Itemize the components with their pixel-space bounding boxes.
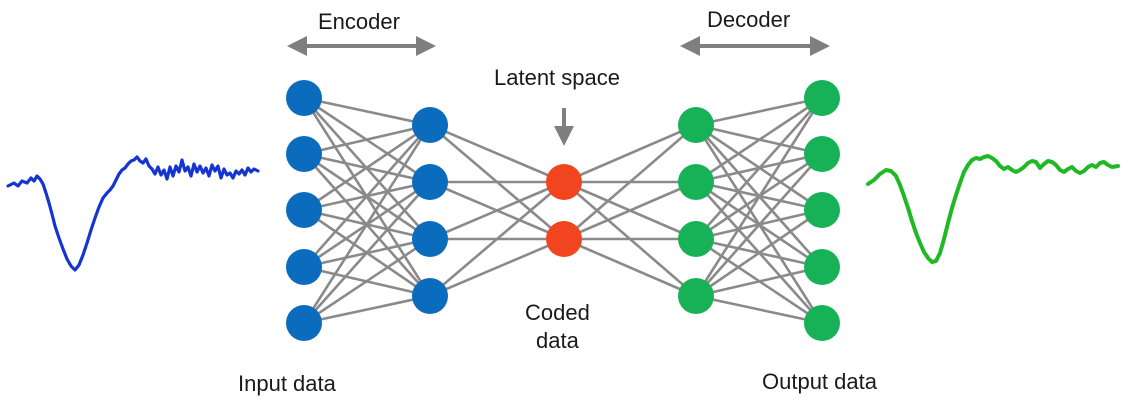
input-neuron-4 [286, 249, 322, 285]
connection-l4-4-to-l5-5 [695, 294, 823, 325]
connection-l1-1-to-l2-1 [303, 96, 431, 127]
input-neuron-1 [286, 80, 322, 116]
connection-l3-2-to-l4-2 [563, 180, 697, 241]
output-signal-waveform [866, 154, 1120, 264]
coded-data-label-line2: data [536, 327, 579, 353]
output-neuron-4 [804, 249, 840, 285]
output-neuron-5 [804, 305, 840, 341]
output-neuron-2 [804, 136, 840, 172]
decoder-hidden-neuron-2 [678, 164, 714, 200]
coded-data-label: Coded data [525, 299, 590, 354]
connection-l1-5-to-l2-3 [303, 237, 431, 325]
connection-l1-4-to-l2-1 [303, 124, 431, 268]
connection-l1-5-to-l2-2 [303, 181, 431, 324]
network-connections [302, 96, 824, 325]
input-neuron-5 [286, 305, 322, 341]
decoder-hidden-neuron-3 [678, 221, 714, 257]
network-neurons [286, 80, 840, 341]
connection-l4-4-to-l5-2 [695, 153, 823, 297]
connection-l2-4-to-l3-1 [429, 181, 565, 297]
connection-l4-1-to-l5-1 [695, 96, 823, 127]
encoder-label: Encoder [318, 9, 400, 34]
connection-l2-4-to-l3-2 [429, 237, 565, 298]
connection-l3-2-to-l4-4 [563, 237, 697, 298]
connection-l1-2-to-l2-1 [303, 123, 431, 156]
connection-l4-4-to-l5-1 [694, 97, 824, 297]
latent-neuron-1 [546, 164, 582, 200]
decoder-hidden-neuron-4 [678, 278, 714, 314]
input-neuron-3 [286, 192, 322, 228]
connection-l1-3-to-l2-1 [303, 123, 431, 212]
connection-l4-3-to-l5-1 [695, 97, 823, 240]
connection-l2-1-to-l3-1 [429, 123, 565, 184]
decoder-label: Decoder [707, 7, 791, 32]
encoder-hidden-neuron-3 [412, 221, 448, 257]
coded-data-label-line1: Coded [525, 300, 590, 325]
latent-space-label: Latent space [494, 65, 620, 90]
output-neuron-3 [804, 192, 840, 228]
input-neuron-2 [286, 136, 322, 172]
input-data-label: Input data [238, 371, 336, 396]
connection-l4-2-to-l5-1 [695, 96, 823, 184]
connection-l1-5-to-l2-1 [302, 124, 432, 324]
output-neuron-1 [804, 80, 840, 116]
encoder-hidden-neuron-2 [412, 164, 448, 200]
connection-l4-4-to-l5-3 [695, 208, 823, 298]
decoder-hidden-neuron-1 [678, 107, 714, 143]
encoder-hidden-neuron-4 [412, 278, 448, 314]
connection-l1-5-to-l2-4 [303, 294, 431, 325]
connection-l2-3-to-l3-1 [429, 180, 565, 241]
output-data-label: Output data [762, 369, 877, 394]
input-signal-waveform [6, 155, 260, 272]
connection-l3-1-to-l4-1 [563, 123, 697, 184]
connection-l3-2-to-l4-1 [563, 124, 697, 240]
encoder-hidden-neuron-1 [412, 107, 448, 143]
latent-neuron-2 [546, 221, 582, 257]
connection-l4-4-to-l5-4 [695, 265, 823, 298]
